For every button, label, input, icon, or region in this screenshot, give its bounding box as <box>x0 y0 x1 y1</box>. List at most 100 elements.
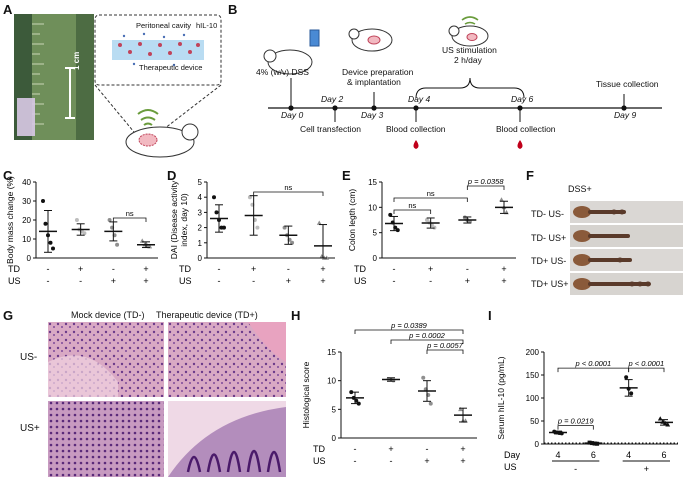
panel-letter-d: D <box>167 168 177 183</box>
panel-letter-c: C <box>3 168 13 183</box>
panel-letter-i: I <box>488 308 492 323</box>
data-point <box>41 199 45 203</box>
blood-collection-2: Blood collection <box>496 124 556 134</box>
data-point <box>48 240 53 245</box>
day-label: Day <box>504 450 521 460</box>
td-value: - <box>287 264 290 274</box>
ruler-photo <box>14 14 94 140</box>
day-value: 4 <box>555 450 560 460</box>
significance-bracket <box>390 339 464 344</box>
data-point <box>424 218 429 222</box>
colon-row-label-4: TD+ US+ <box>531 279 569 289</box>
data-point <box>428 401 433 406</box>
data-point <box>212 195 216 200</box>
us-plus-row: US+ <box>20 423 40 434</box>
y-tick-label: 10 <box>22 235 31 244</box>
y-tick-label: 15 <box>327 348 336 357</box>
y-tick-label: 40 <box>22 178 31 187</box>
data-point <box>421 375 426 380</box>
td-value: - <box>112 264 115 274</box>
td-value: - <box>354 444 357 454</box>
td-value: - <box>47 264 50 274</box>
data-point <box>115 242 120 247</box>
y-tick-label: 1 <box>198 239 203 248</box>
td-label: TD <box>313 444 325 454</box>
significance-label: ns <box>427 189 435 198</box>
us-value: + <box>465 276 470 286</box>
us-value: - <box>390 456 393 466</box>
significance-bracket <box>112 217 147 222</box>
data-point <box>388 212 393 217</box>
y-axis-label: Body mass change (%) <box>5 176 15 264</box>
us-group: + <box>644 464 649 474</box>
colon-row-label-3: TD+ US- <box>531 256 567 266</box>
us-stim-duration: 2 h/day <box>454 55 482 65</box>
day-9: Day 9 <box>614 110 637 120</box>
panel-letter-b: B <box>228 2 238 17</box>
significance-label: p < 0.0001 <box>627 359 664 368</box>
significance-label: ns <box>126 209 134 218</box>
data-point <box>51 246 55 251</box>
y-tick-label: 0 <box>373 254 378 263</box>
data-point <box>499 197 504 202</box>
y-tick-label: 50 <box>530 417 539 426</box>
data-point <box>214 210 219 215</box>
data-point <box>43 221 48 226</box>
mouse-icon-us <box>448 25 489 47</box>
data-point <box>624 375 629 380</box>
data-point <box>74 218 79 222</box>
scale-bar-label: 1 cm <box>72 51 81 70</box>
us-label: US <box>504 462 517 472</box>
data-point <box>255 225 260 230</box>
data-point <box>432 225 437 230</box>
y-tick-label: 150 <box>526 371 540 380</box>
us-value: + <box>143 276 148 286</box>
significance-bracket <box>393 197 468 202</box>
us-value: - <box>79 276 82 286</box>
data-point <box>458 406 463 412</box>
us-value: + <box>111 276 116 286</box>
y-tick-label: 3 <box>198 208 203 217</box>
day-value: 6 <box>591 450 596 460</box>
device-implant-label: & implantation <box>347 77 401 87</box>
td-label: TD <box>8 264 20 274</box>
data-point <box>247 195 252 200</box>
panel-letter-e: E <box>342 168 351 183</box>
colon-row-label-2: TD- US+ <box>531 233 567 243</box>
y-axis-label-2: index, day 10) <box>179 193 189 247</box>
therapeutic-device-label: Therapeutic device <box>139 63 203 72</box>
us-minus-row: US- <box>20 352 38 363</box>
y-axis-label: Histological score <box>301 361 311 428</box>
td-value: + <box>320 264 325 274</box>
data-point <box>290 240 295 245</box>
day-2: Day 2 <box>321 94 344 104</box>
us-value: + <box>424 456 429 466</box>
day-3: Day 3 <box>361 110 384 120</box>
data-point <box>629 391 634 396</box>
dss-label: 4% (w/v) DSS <box>256 67 309 77</box>
us-value: - <box>393 276 396 286</box>
td-value: - <box>426 444 429 454</box>
us-stim-label: US stimulation <box>442 45 497 55</box>
us-group: - <box>574 464 577 474</box>
panel-letter-h: H <box>291 308 301 323</box>
y-tick-label: 0 <box>535 440 540 449</box>
y-tick-label: 0 <box>27 254 32 263</box>
significance-bracket <box>557 425 594 430</box>
significance-bracket <box>628 367 665 373</box>
y-tick-label: 20 <box>22 216 31 225</box>
hil10-label: hIL-10 <box>196 21 218 30</box>
significance-bracket <box>253 191 324 196</box>
y-tick-label: 0 <box>198 254 203 263</box>
timeline <box>263 16 662 149</box>
us-value: - <box>218 276 221 286</box>
td-value: + <box>143 264 148 274</box>
significance-label: p < 0.0001 <box>574 359 611 368</box>
significance-bracket <box>466 185 505 190</box>
data-point <box>82 231 87 236</box>
day-4: Day 4 <box>408 94 431 104</box>
mouse-icon-day0 <box>263 29 320 75</box>
colon-photos <box>570 201 683 295</box>
